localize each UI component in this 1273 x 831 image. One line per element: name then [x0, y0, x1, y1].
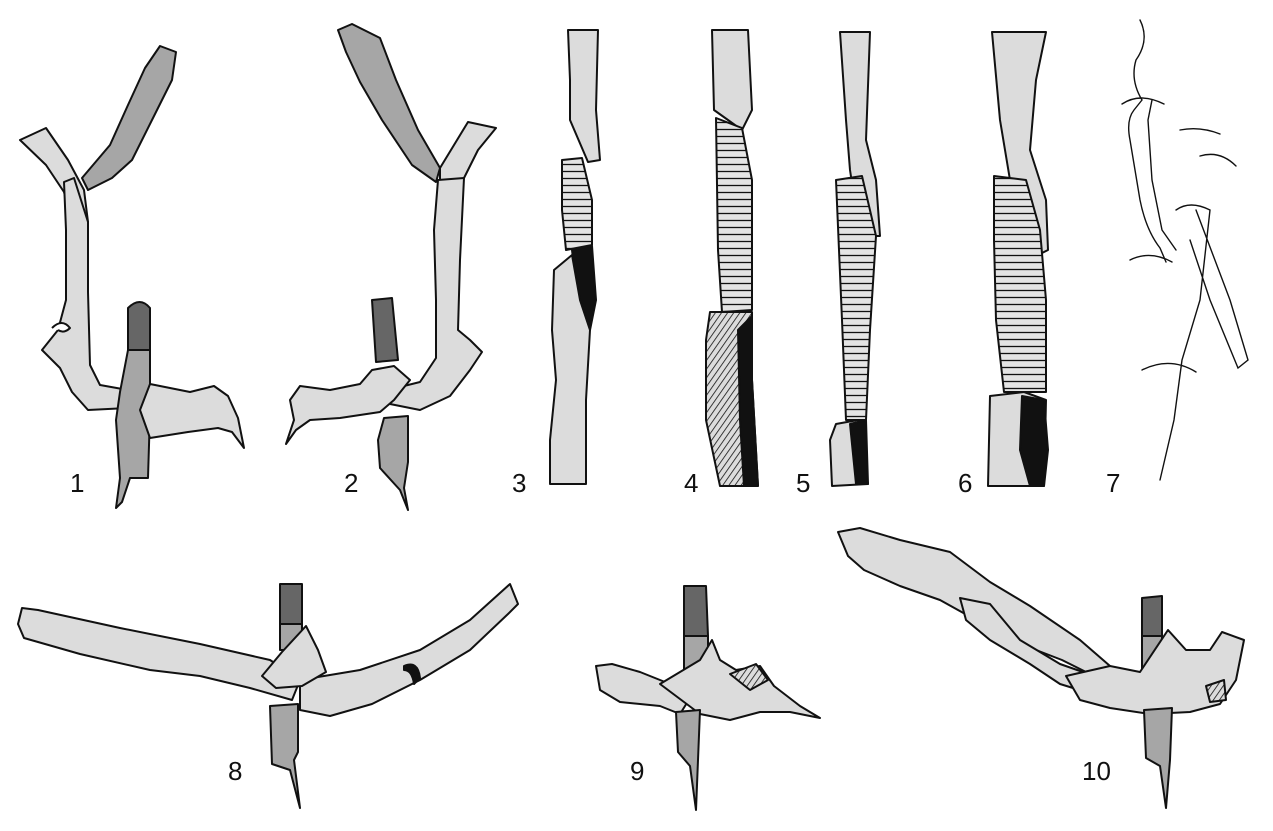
panel-5-upper-stem: [839, 31, 881, 237]
panel-8-left-branch: [17, 607, 301, 701]
panel-8-right-branch: [299, 583, 519, 717]
panel-label-4: 4: [684, 468, 698, 498]
panel-10-drawing: [837, 527, 1245, 809]
panel-8-drawing: [17, 583, 519, 809]
panel-5-dark-tip: [849, 419, 869, 485]
panel-2-lower-shoot: [377, 415, 409, 511]
panel-6-drawing: [987, 31, 1049, 487]
panel-label-9: 9: [630, 756, 644, 786]
panel-7-sketch-upper: [1127, 19, 1177, 263]
panel-2-central-shoot: [371, 297, 399, 363]
panel-8-lower-shoot: [269, 703, 301, 809]
panel-3-upper-stem: [567, 29, 601, 163]
panel-10-central-shoot: [1141, 595, 1163, 639]
panel-8-crown: [261, 625, 327, 689]
panel-10-crown: [1065, 629, 1245, 715]
panel-7-sketch-lower: [1141, 153, 1249, 481]
panel-4-upper-stem: [711, 29, 753, 131]
panel-label-1: 1: [70, 468, 84, 498]
panel-9-hatched-sheath: [729, 663, 769, 691]
panel-label-6: 6: [958, 468, 972, 498]
panel-1-drawing: [19, 45, 245, 509]
panel-2-main-stem: [379, 177, 483, 411]
panel-3-banded-zone: [561, 157, 593, 251]
panel-4-hatched-dark: [737, 315, 759, 487]
panel-label-10: 10: [1082, 756, 1111, 786]
panel-7-drawing: [1121, 19, 1249, 481]
panel-9-drawing: [595, 585, 821, 811]
panel-label-2: 2: [344, 468, 358, 498]
panel-2-upper-branch: [337, 23, 441, 183]
panel-1-upper-branch: [81, 45, 177, 191]
panel-10-hatched-sheath: [1205, 679, 1227, 703]
panel-label-8: 8: [228, 756, 242, 786]
panel-4-drawing: [705, 29, 759, 487]
panel-3-lower-stem: [549, 254, 591, 485]
panel-label-7: 7: [1106, 468, 1120, 498]
panel-6-dark-zone: [1019, 395, 1049, 487]
panel-label-5: 5: [796, 468, 810, 498]
panel-6-banded-zone: [993, 175, 1047, 393]
panel-1-lower-shoot: [115, 349, 151, 509]
panel-1-node: [51, 322, 71, 333]
panel-1-central-shoot: [127, 301, 151, 351]
panel-5-banded-zone: [835, 175, 877, 421]
panel-7-sketch-cap-1: [1121, 97, 1221, 263]
panel-2-drawing: [285, 23, 497, 511]
panel-4-banded-zone: [715, 117, 753, 313]
panel-6-upper-stem: [991, 31, 1049, 257]
panel-8-node: [403, 663, 421, 685]
panel-3-drawing: [549, 29, 601, 485]
panel-2-right-branch-top: [439, 121, 497, 187]
panel-10-lower-shoot: [1143, 707, 1173, 809]
panel-9-lower-shoot: [675, 709, 701, 811]
panel-8-central-shoot: [279, 583, 303, 625]
panel-5-drawing: [829, 31, 881, 487]
panel-1-right-branch: [139, 383, 245, 449]
panel-label-3: 3: [512, 468, 526, 498]
panel-9-central-shoot: [683, 585, 709, 637]
panel-9-left-branch: [595, 663, 691, 715]
panel-2-left-branch: [285, 365, 411, 445]
panel-1-main-stem: [41, 177, 129, 411]
